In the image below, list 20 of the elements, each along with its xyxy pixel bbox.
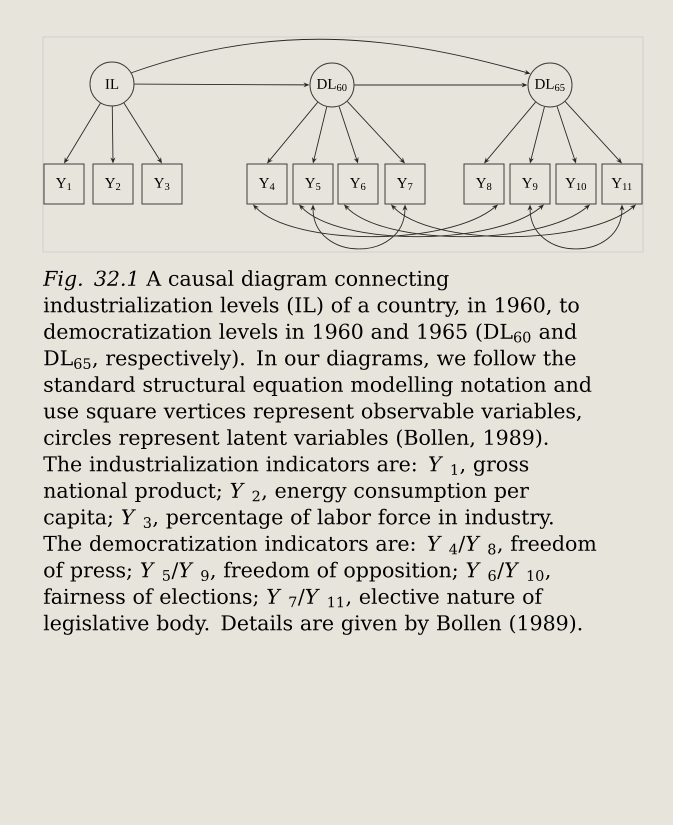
arrow [267,102,318,164]
arrow [346,101,405,164]
arrow [253,204,498,238]
arrow [484,102,536,164]
observed-variable-box: Y$_{9}$ [510,164,550,204]
observed-variable-box: Y$_{6}$ [338,164,378,204]
observed-variable-box: Y$_{1}$ [44,164,84,204]
observed-variable-box: Y$_{3}$ [142,164,182,204]
arrow [391,204,636,238]
caption: Fig. 32.1 A causal diagram connecting industrialization levels (IL) of a country, in 1960, to democratization levels in 1960 and 1965 (DL$_{60}$ and DL$_{65}$, respectively). In our diagrams, we follow the standard structural equation modelling notation and use square vertices represent observable variables, circles represent latent variables (Bollen, 1989). The industrialization indicators are: Y $_{1}$, gross national product; Y $_{2}$, energy consumption per capita; Y $_{3}$, percentage of labor force in industry. The democratization indicators are: Y $_{4}$/Y $_{8}$, freedom of press; Y $_{5}$/Y $_{9}$, freedom of opposition; Y $_{6}$/Y $_{10}$, fairness of elections; Y $_{7}$/Y $_{11}$, elective nature of legislative body. Details are given by Bollen (1989). [42,270,596,635]
observed-variable-box: Y$_{4}$ [246,164,288,204]
observed-variable-box: Y$_{10}$ [556,164,596,204]
observed-variable-box: Y$_{8}$ [464,164,504,204]
observed-variable-box: Y$_{11}$ [602,164,642,204]
arrow [299,204,544,238]
observed-variable-box: Y$_{5}$ [292,164,334,204]
arrow [564,101,622,164]
arrow [344,204,590,238]
observed-variable-box: Y$_{7}$ [384,164,426,204]
observed-variable-box: Y$_{2}$ [92,164,134,204]
